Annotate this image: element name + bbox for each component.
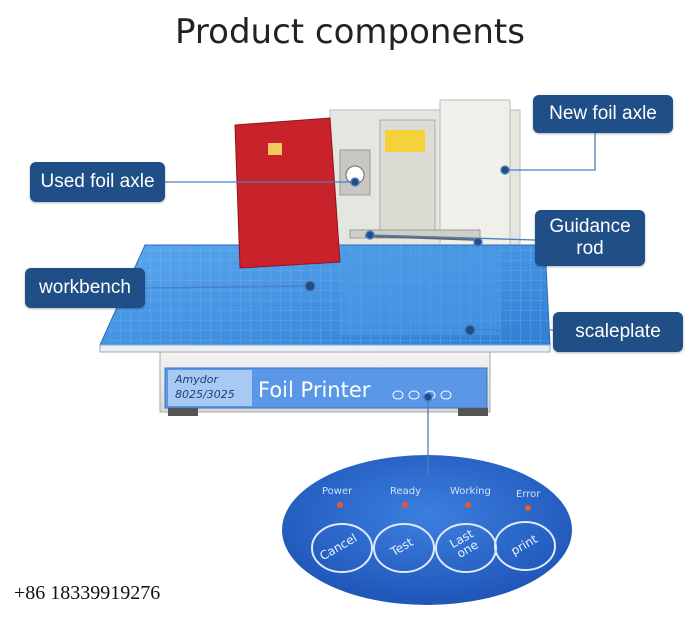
callout-lines	[145, 130, 596, 475]
brand-name: Amydor	[175, 373, 218, 386]
label-text: Used foil axle	[40, 171, 155, 192]
label-text: New foil axle	[549, 103, 657, 124]
machine-base	[159, 351, 491, 416]
status-power: Power	[322, 486, 353, 497]
label-new-foil-axle: New foil axle	[533, 95, 673, 133]
red-book	[234, 117, 341, 269]
workbench-plate	[99, 244, 551, 353]
status-working: Working	[450, 486, 491, 497]
label-scaleplate: scaleplate	[553, 312, 683, 352]
label-used-foil-axle: Used foil axle	[30, 162, 165, 202]
phone-number: +86 18339919276	[14, 582, 161, 604]
status-error: Error	[516, 489, 541, 500]
label-text: scaleplate	[575, 321, 661, 342]
label-text: Guidance	[549, 216, 631, 237]
print-head	[329, 99, 521, 251]
status-ready: Ready	[390, 486, 422, 497]
label-text: rod	[576, 238, 604, 259]
control-panel-zoom	[282, 455, 572, 605]
label-text: workbench	[39, 277, 131, 298]
model-number: 8025/3025	[175, 388, 235, 401]
product-name: Foil Printer	[258, 378, 371, 402]
label-guidance-rod: Guidance rod	[535, 210, 645, 266]
page-title: Product components	[175, 12, 525, 52]
label-workbench: workbench	[25, 268, 145, 308]
